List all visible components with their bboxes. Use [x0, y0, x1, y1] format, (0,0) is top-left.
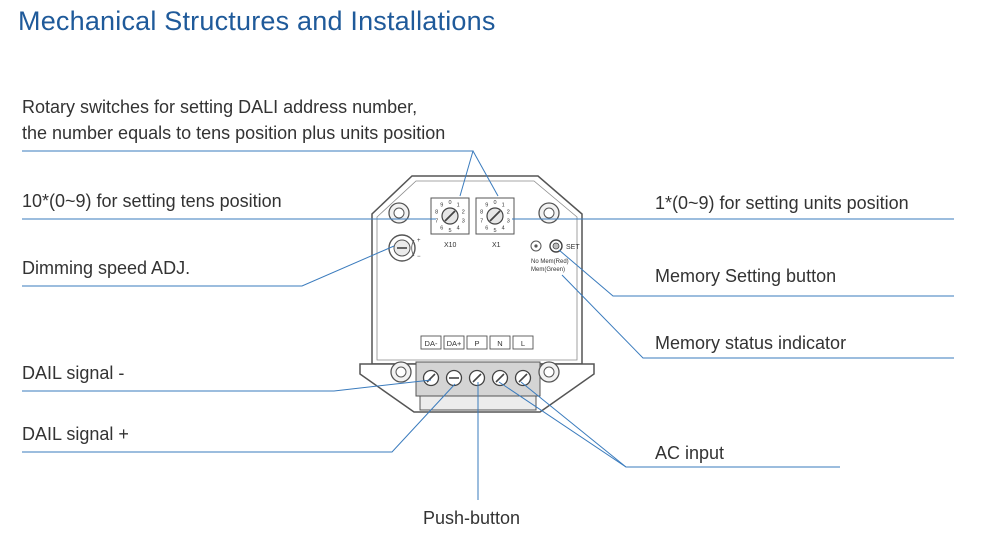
ac-input-leader-branch	[520, 381, 627, 468]
tens-position-label: 10*(0~9) for setting tens position	[22, 191, 282, 211]
terminal-label: L	[521, 339, 525, 348]
rotary-label-line2: the number equals to tens position plus …	[22, 123, 446, 143]
mounting-hole-top-right	[538, 202, 560, 224]
memory-indicator-leader	[561, 274, 954, 359]
screw-slot	[495, 373, 505, 383]
memory-set-button[interactable]	[549, 239, 563, 253]
rotary-label-line1: Rotary switches for setting DALI address…	[22, 97, 418, 117]
mounting-hole-bottom-left	[390, 361, 412, 383]
page-title: Mechanical Structures and Installations	[18, 6, 496, 36]
push-button-label: Push-button	[423, 508, 521, 528]
memory-status-indicator-label: Memory status indicator	[655, 333, 847, 353]
dial-digit: 5	[493, 228, 496, 234]
mounting-hole-top-left	[388, 202, 410, 224]
terminal-label: DA+	[447, 339, 462, 348]
screw-slot	[518, 373, 528, 383]
terminal-label-box	[420, 335, 442, 350]
memory-setting-button-label: Memory Setting button	[655, 266, 837, 286]
dial-digit: 0	[448, 200, 451, 206]
housing-inner-edge	[376, 180, 578, 361]
dial-digit: 7	[435, 218, 438, 224]
terminal-label: N	[497, 339, 502, 348]
dali-signal-minus-label: DAIL signal -	[22, 363, 125, 383]
terminal-labels: DA- DA+ P N L	[420, 335, 534, 350]
terminal-label-box	[489, 335, 511, 350]
svg-text:+: +	[417, 238, 421, 244]
ac-input-label: AC input	[655, 443, 725, 463]
dial-digit: 8	[480, 210, 483, 216]
svg-text:−: −	[417, 254, 421, 260]
dial-digit: 3	[507, 218, 510, 224]
units-position-label: 1*(0~9) for setting units position	[655, 193, 909, 213]
screw-slot	[472, 373, 482, 383]
dial-digit: 0	[493, 200, 496, 206]
terminal-label: P	[474, 339, 479, 348]
dimming-speed-label: Dimming speed ADJ.	[22, 258, 191, 278]
dial-digit: 5	[448, 228, 451, 234]
indicator-legend-red: No Mem(Red)	[531, 259, 569, 265]
terminal-label-box	[466, 335, 488, 350]
dial-digit: 1	[457, 203, 460, 209]
indicator-legend-green: Mem(Green)	[531, 267, 565, 273]
dali-minus-leader	[22, 379, 432, 392]
dial-digit: 1	[502, 203, 505, 209]
units-switch-label: X1	[492, 242, 501, 249]
dial-digit: 6	[485, 225, 488, 231]
leader-lines	[22, 150, 954, 500]
dial-digit: 3	[462, 218, 465, 224]
dial-digit: 7	[480, 218, 483, 224]
mounting-hole-bottom-right	[538, 361, 560, 383]
dali-signal-plus-label: DAIL signal +	[22, 424, 129, 444]
dial-digit: 8	[435, 210, 438, 216]
terminal-label-box	[512, 335, 534, 350]
rotary-leader-branch	[472, 150, 499, 197]
dial-digit: 4	[457, 225, 460, 231]
dial-digit: 9	[485, 203, 488, 209]
terminal-label: DA-	[425, 339, 438, 348]
memory-status-led	[530, 240, 542, 252]
tens-switch-label: X10	[444, 242, 457, 249]
dali-plus-leader	[22, 383, 456, 453]
dimming-leader	[22, 245, 395, 287]
memory-button-leader	[558, 249, 954, 297]
dial-digit: 2	[507, 210, 510, 216]
dial-digit: 6	[440, 225, 443, 231]
dial-digit: 4	[502, 225, 505, 231]
dial-digit: 9	[440, 203, 443, 209]
dial-digit: 2	[462, 210, 465, 216]
set-button-label: SET	[566, 244, 580, 251]
terminal-label-box	[443, 335, 465, 350]
